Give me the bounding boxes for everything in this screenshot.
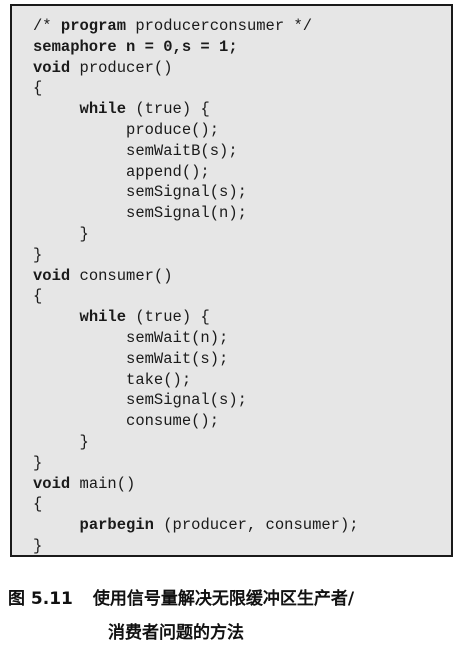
code-line: /* program producerconsumer */ (33, 16, 359, 37)
code-keyword: void (33, 266, 71, 285)
code-line: semSignal(n); (33, 203, 359, 224)
code-text: } (33, 432, 89, 451)
code-line: semaphore n = 0,s = 1; (33, 37, 359, 58)
code-text: { (33, 79, 43, 98)
code-text: take(); (33, 370, 192, 389)
code-text: semWait(n); (33, 328, 229, 347)
code-text: } (33, 224, 89, 243)
code-line: semWait(s); (33, 349, 359, 370)
caption-line-1: 使用信号量解决无限缓冲区生产者/ (92, 589, 355, 609)
code-line: while (true) { (33, 99, 359, 120)
code-text: { (33, 287, 43, 306)
code-text: producerconsumer */ (126, 17, 313, 35)
code-text: semSignal(s); (33, 183, 247, 202)
code-line: semSignal(s); (33, 182, 359, 203)
code-text: producer() (70, 58, 173, 77)
code-line: { (33, 286, 359, 307)
code-text: semWait(s); (33, 349, 229, 368)
code-line: parbegin (producer, consumer); (33, 515, 359, 536)
code-text (33, 516, 80, 534)
code-line: } (33, 453, 359, 474)
code-line: } (33, 245, 359, 266)
code-line: produce(); (33, 120, 359, 141)
code-line: } (33, 224, 359, 245)
code-keyword: program (60, 17, 127, 35)
code-text: produce(); (33, 120, 220, 139)
code-line: void main() (33, 474, 359, 495)
code-line: append(); (33, 162, 359, 183)
code-text: /* (33, 17, 61, 35)
code-line: consume(); (33, 411, 359, 432)
figure-number: 图 5.11 (8, 589, 73, 609)
code-text: semSignal(n); (33, 204, 247, 223)
code-text: append(); (33, 162, 210, 181)
code-text: (true) { (126, 100, 210, 119)
figure-caption: 图 5.11 使用信号量解决无限缓冲区生产者/ 消费者问题的方法 (8, 585, 458, 647)
code-text: semSignal(s); (33, 391, 247, 410)
code-line: semWaitB(s); (33, 141, 359, 162)
code-text (33, 308, 80, 326)
code-line: void consumer() (33, 266, 359, 287)
code-line: { (33, 78, 359, 99)
code-line: } (33, 536, 359, 557)
code-line: void producer() (33, 58, 359, 79)
code-line: { (33, 494, 359, 515)
code-text: } (33, 453, 43, 472)
code-text: (true) { (126, 308, 210, 327)
code-line: } (33, 432, 359, 453)
code-line: take(); (33, 370, 359, 391)
code-text: (producer, consumer); (153, 516, 359, 535)
code-keyword: while (79, 308, 127, 327)
code-text: main() (70, 474, 136, 493)
code-text: } (33, 245, 43, 264)
code-keyword: semaphore n = 0,s = 1; (33, 37, 238, 56)
code-keyword: void (33, 474, 71, 493)
caption-line-2: 消费者问题的方法 (108, 623, 244, 643)
code-text: consume(); (33, 412, 220, 431)
code-listing: /* program producerconsumer */semaphore … (33, 16, 359, 557)
code-text: { (33, 495, 43, 514)
code-text: } (33, 536, 43, 555)
code-line: semSignal(s); (33, 390, 359, 411)
code-line: while (true) { (33, 307, 359, 328)
code-keyword: void (33, 58, 71, 77)
code-listing-box: /* program producerconsumer */semaphore … (10, 4, 453, 557)
code-keyword: parbegin (79, 516, 154, 535)
code-text (33, 100, 80, 118)
code-line: semWait(n); (33, 328, 359, 349)
code-keyword: while (79, 100, 127, 119)
code-text: consumer() (70, 266, 173, 285)
code-text: semWaitB(s); (33, 141, 238, 160)
